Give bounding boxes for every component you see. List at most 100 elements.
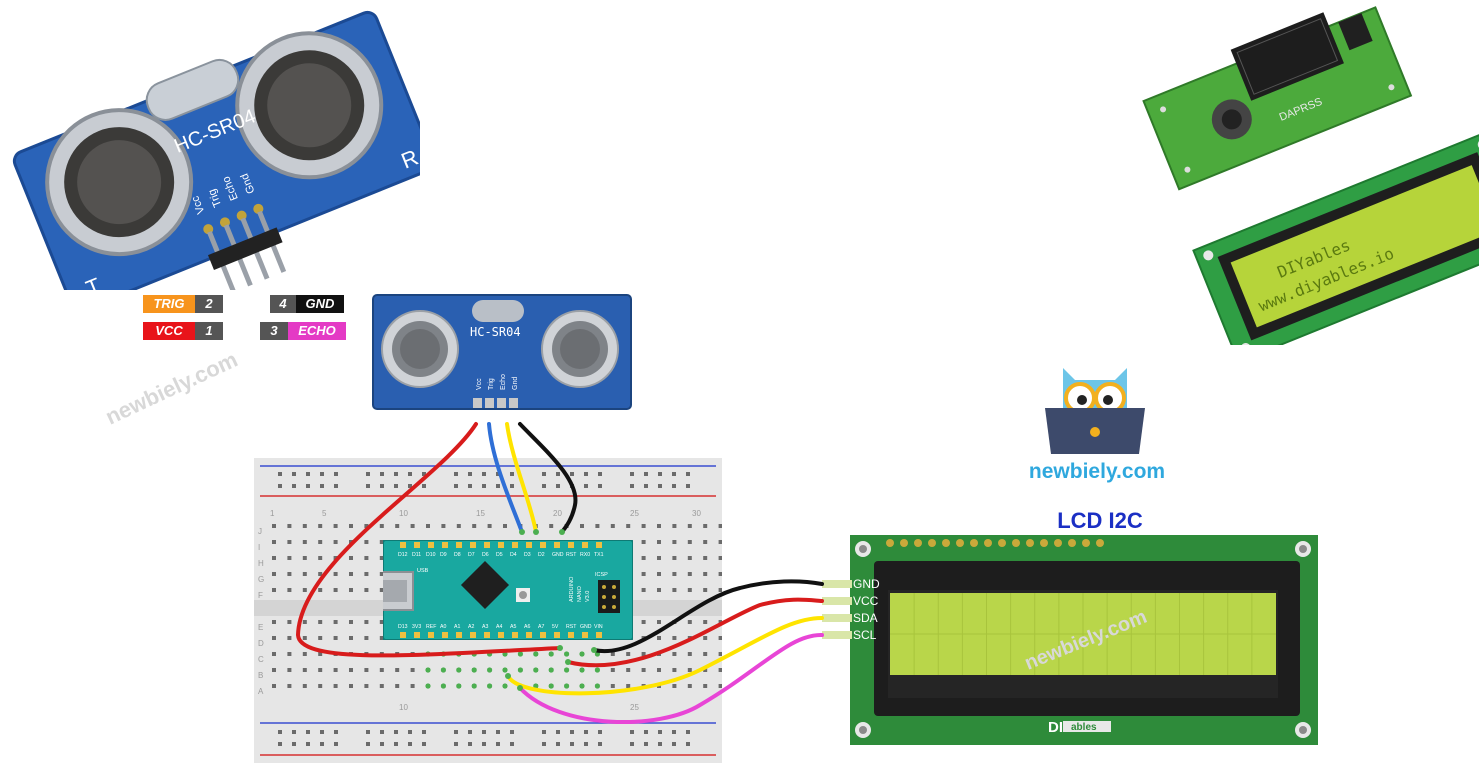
bb-rail-hole (482, 730, 486, 734)
bb-row-h: H (258, 559, 264, 568)
bb-rail-hole (468, 484, 472, 488)
bb-hole (287, 588, 292, 592)
nano-top-pad (554, 542, 560, 548)
bb-active-hole (533, 667, 539, 673)
bb-rail-hole (556, 730, 560, 734)
bb-hole (657, 620, 661, 624)
nano-top-pin-label: D7 (468, 552, 475, 558)
hc-sr04-module: HC-SR04 Vcc Trig Echo Gnd (372, 294, 632, 410)
nano-bottom-pin-label: REF (426, 624, 436, 630)
hc-sr04-photo: HC-SR04 T R Vcc Trig Echo Gnd (12, 10, 420, 290)
nano-top-pin-label: D10 (426, 552, 436, 558)
bb-rail-hole (584, 484, 588, 488)
nano-bottom-pad (512, 632, 518, 638)
bb-hole (364, 588, 369, 592)
legend-trig-label: TRIG (143, 295, 195, 313)
bb-rail-hole (408, 742, 412, 746)
bb-col-10: 10 (399, 509, 408, 518)
bb-rail-hole (510, 472, 514, 476)
bb-col-20: 20 (553, 509, 562, 518)
bb-hole (687, 524, 692, 528)
lcd-header-pin (1096, 539, 1104, 547)
nano-top-pin-label: RST (566, 552, 577, 558)
bb-hole (718, 652, 722, 656)
bb-hole (610, 524, 615, 528)
bb-hole (641, 556, 646, 560)
bb-rail-hole (422, 472, 426, 476)
bb-hole (426, 524, 430, 528)
legend-gnd-label: GND (296, 295, 344, 313)
bb-active-hole (487, 683, 493, 689)
bb-rail-hole (630, 484, 634, 488)
legend-vcc-label: VCC (143, 322, 195, 340)
bb-hole (672, 524, 677, 528)
legend-echo-num: 3 (260, 322, 288, 340)
bb-col-25: 25 (630, 509, 639, 518)
nano-model-line2: NANO (577, 585, 583, 602)
bb-hole (287, 620, 292, 624)
bb-active-hole (456, 683, 462, 689)
bb-hole (395, 652, 400, 656)
bb-hole (364, 556, 369, 560)
bb-rail-hole (644, 472, 648, 476)
bb-rail-hole (380, 472, 384, 476)
nano-bottom-pin-label: A1 (454, 624, 460, 630)
lcd-pin-gnd: GND (853, 577, 880, 591)
bb-hole (626, 524, 631, 528)
module-pin-echo: Echo (500, 374, 507, 390)
bb-hole (272, 572, 276, 576)
bb-active-hole (440, 683, 446, 689)
nano-bottom-pin-label: RST (566, 624, 577, 630)
bb-active-hole (517, 683, 523, 689)
nano-top-pin-label: D2 (538, 552, 545, 558)
bb-rail-hole (570, 730, 574, 734)
nano-bottom-pin-label: A0 (440, 624, 446, 630)
bb-rail-hole (686, 484, 690, 488)
bb-rail-hole (468, 472, 472, 476)
nano-top-pad (456, 542, 462, 548)
module-pin-gnd: Gnd (512, 377, 519, 390)
bb-hole (549, 524, 554, 528)
lcd-header-pin (886, 539, 894, 547)
legend-vcc-num: 1 (195, 322, 223, 340)
bb-rail-hole (686, 742, 690, 746)
bb-rail-hole (394, 730, 398, 734)
brand-site: newbiely.com (1028, 460, 1166, 483)
nano-bottom-pad (554, 632, 560, 638)
bb-rail-hole (454, 484, 458, 488)
bb-rail-hole (408, 472, 412, 476)
bb-hole (364, 668, 369, 672)
bb-hole (318, 556, 323, 560)
bb-rail-hole (542, 742, 546, 746)
nano-top-pin-label: GND (552, 552, 564, 558)
bb-hole (687, 684, 692, 688)
nano-top-pin-label: D3 (524, 552, 531, 558)
nano-bottom-pin-label: D13 (398, 624, 408, 630)
bb-hole (718, 556, 722, 560)
bb-rail-hole (658, 730, 662, 734)
bb-hole (302, 556, 307, 560)
bb-hole (318, 524, 323, 528)
bb-hole (302, 652, 307, 656)
bb-hole (318, 684, 323, 688)
bb-hole (672, 540, 677, 544)
bb-active-hole (456, 667, 462, 673)
bb-hole (626, 668, 631, 672)
bb-hole (718, 684, 722, 688)
bb-hole (657, 588, 661, 592)
bb-hole (364, 524, 369, 528)
nano-top-pin-label: D8 (454, 552, 461, 558)
bb-hole (272, 684, 276, 688)
bb-rail-hole (672, 472, 676, 476)
bb-hole (410, 668, 415, 672)
bb-rail-hole (278, 730, 282, 734)
nano-top-pad (512, 542, 518, 548)
bb-row-j: J (258, 527, 262, 536)
bb-rail-hole (320, 742, 324, 746)
bb-rail-hole (292, 730, 296, 734)
bb-rail-hole (644, 742, 648, 746)
bb-rail-hole (598, 730, 602, 734)
nano-bottom-pad (540, 632, 546, 638)
bb-rail-hole (306, 742, 310, 746)
legend-vcc: VCC 1 (143, 322, 225, 340)
